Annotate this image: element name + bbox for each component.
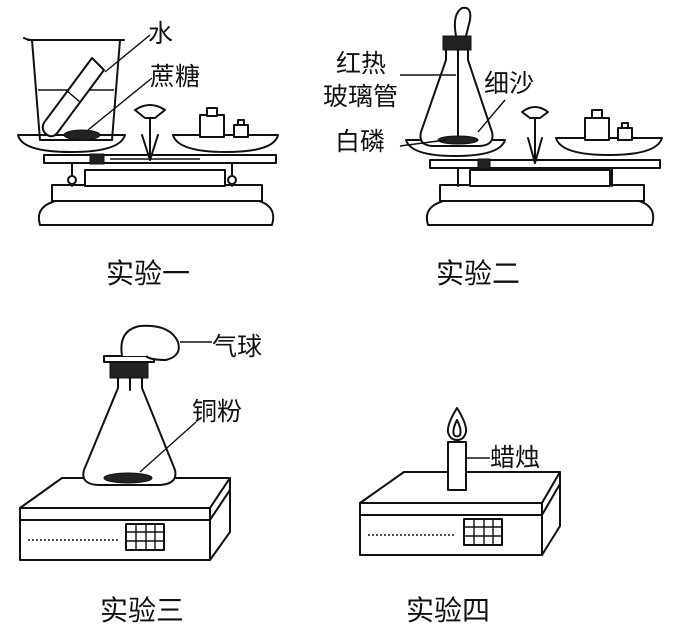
experiment-2: 红热 玻璃管 细沙 白磷 实验二	[323, 6, 663, 290]
weight-large	[199, 114, 225, 138]
pointer-top	[521, 106, 549, 119]
candle	[446, 407, 468, 491]
keypad-grid	[464, 519, 502, 545]
balloon-label: 气球	[212, 332, 262, 361]
weight-small	[233, 124, 249, 138]
conical-flask	[419, 6, 494, 147]
flask-body	[82, 375, 177, 486]
scale-body	[19, 519, 211, 561]
rider-weight	[477, 158, 491, 170]
keypad-grid	[126, 524, 164, 550]
flask-body	[419, 47, 494, 147]
balance-body	[469, 169, 611, 187]
candle-label: 蜡烛	[490, 443, 540, 472]
scale-keypad	[463, 518, 503, 546]
pointer-top	[134, 104, 166, 119]
scale-keypad	[125, 523, 165, 551]
scale-top-edge	[359, 502, 543, 516]
hot-glass-label-2: 玻璃管	[323, 82, 398, 111]
experiment-4: 蜡烛 实验四	[359, 407, 561, 627]
scale-body-side	[209, 489, 231, 561]
pointer-fork	[141, 134, 159, 161]
left-screw	[67, 175, 77, 185]
weight-small	[617, 127, 633, 141]
balance-base	[426, 199, 655, 226]
scale-body	[359, 514, 543, 556]
sucrose-label: 蔗糖	[150, 62, 200, 91]
electronic-scale	[19, 477, 231, 561]
sucrose-pile	[63, 129, 101, 141]
weight-small-knob	[237, 119, 245, 126]
experiment-3-caption: 实验三	[100, 594, 184, 627]
water-label: 水	[148, 19, 173, 48]
beaker	[23, 37, 125, 141]
white-phosphorus-label: 白磷	[335, 127, 385, 156]
balance-base	[38, 199, 275, 226]
conical-flask	[82, 324, 180, 486]
weight-large	[584, 117, 610, 141]
experiment-2-caption: 实验二	[436, 257, 520, 290]
experiment-3: 气球 铜粉 实验三	[19, 324, 262, 627]
scale-top-edge	[19, 507, 211, 521]
right-pan	[555, 137, 663, 156]
beaker-spout	[23, 37, 33, 41]
rubber-stopper	[442, 35, 472, 51]
pointer-fork	[527, 137, 543, 164]
scale-body-side	[541, 483, 561, 556]
weight-large-knob	[206, 107, 218, 117]
phosphorus-leader	[399, 139, 447, 147]
candle-body	[447, 441, 467, 491]
balance-base-top	[439, 184, 645, 202]
right-screw	[227, 175, 237, 185]
flame-outer	[446, 407, 468, 441]
balloon	[120, 324, 180, 361]
sand-label: 细沙	[484, 69, 534, 98]
small-balloon	[453, 6, 472, 37]
water-leader	[104, 34, 151, 73]
sucrose-leader	[87, 77, 153, 131]
right-pan	[172, 134, 279, 153]
hot-glass-label-1: 红热	[336, 49, 386, 78]
experiment-1: 水 蔗糖 实验一	[17, 19, 279, 290]
sand-leader	[477, 99, 506, 133]
experiment-4-caption: 实验四	[406, 594, 490, 627]
copper-powder-label: 铜粉	[192, 397, 242, 426]
balance-base-top	[51, 184, 263, 202]
copper-powder	[103, 472, 153, 484]
balance-body	[84, 169, 226, 187]
rider-weight	[89, 153, 105, 165]
sand-layer	[437, 135, 479, 145]
pan-balance	[405, 106, 663, 226]
test-tube	[41, 57, 105, 138]
flame-inner	[452, 419, 462, 438]
balance-beam	[429, 159, 661, 169]
weight-large-knob	[591, 109, 603, 119]
weight-small-knob	[621, 122, 629, 129]
copper-leader	[139, 421, 197, 473]
tube-water-line	[65, 89, 81, 103]
experiment-1-caption: 实验一	[106, 257, 190, 290]
